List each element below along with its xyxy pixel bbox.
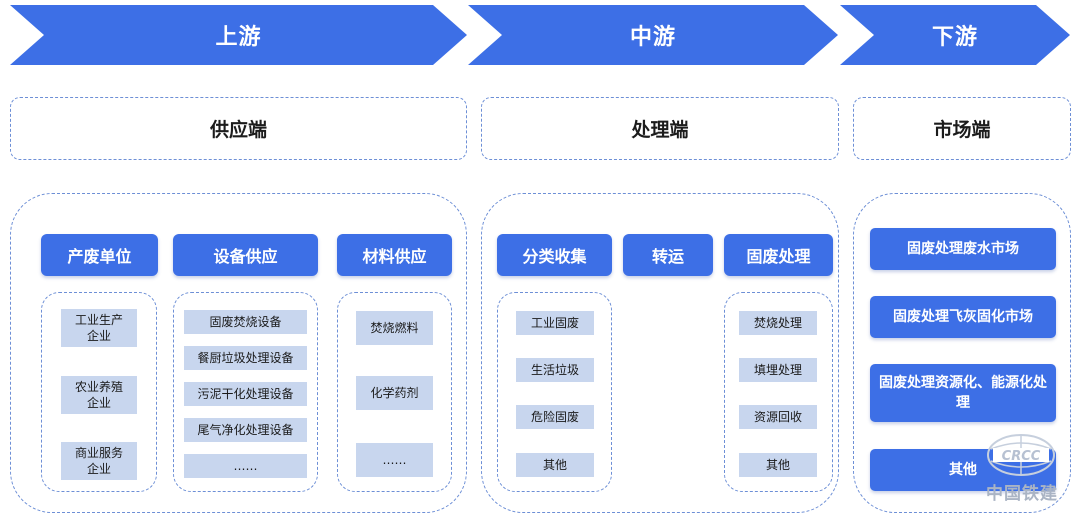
section-header-market: 市场端 — [853, 97, 1071, 160]
equipment-item: 餐厨垃圾处理设备 — [184, 346, 307, 370]
market-item: 固废处理飞灰固化市场 — [870, 296, 1056, 338]
logo-emblem-text: CRCC — [1002, 449, 1041, 464]
disposal-item: 其他 — [739, 453, 817, 477]
collection-item: 其他 — [516, 453, 594, 477]
category-equipment-label: 设备供应 — [213, 247, 278, 266]
category-equipment: 设备供应 — [173, 234, 318, 276]
category-transport: 转运 — [623, 234, 713, 276]
category-collection: 分类收集 — [497, 234, 612, 276]
collection-item: 工业固废 — [516, 311, 594, 335]
section-market-label: 市场端 — [933, 119, 991, 141]
stage-downstream-arrow: 下游 — [840, 5, 1070, 65]
producers-item: 商业服务 企业 — [61, 442, 137, 480]
market-item: 固废处理废水市场 — [870, 228, 1056, 270]
logo-text: 中国铁建 — [986, 484, 1058, 504]
category-producers-label: 产废单位 — [67, 247, 132, 266]
producers-item: 工业生产 企业 — [61, 309, 137, 347]
section-header-processing: 处理端 — [481, 97, 839, 160]
producers-item: 农业养殖 企业 — [61, 376, 137, 414]
category-materials-label: 材料供应 — [362, 247, 427, 266]
section-supply-label: 供应端 — [209, 119, 267, 141]
equipment-item: 固废焚烧设备 — [184, 310, 307, 334]
category-transport-label: 转运 — [651, 247, 684, 266]
stage-midstream-arrow: 中游 — [468, 5, 838, 65]
materials-item: 焚烧燃料 — [356, 311, 433, 345]
collection-item: 生活垃圾 — [516, 358, 594, 382]
disposal-item: 焚烧处理 — [739, 311, 817, 335]
equipment-item: 尾气净化处理设备 — [184, 418, 307, 442]
stage-upstream-arrow: 上游 — [10, 5, 467, 65]
stage-upstream-label: 上游 — [215, 25, 262, 50]
stage-midstream-label: 中游 — [629, 25, 676, 50]
materials-item: 化学药剂 — [356, 376, 433, 410]
category-disposal-label: 固废处理 — [746, 247, 811, 266]
section-processing-label: 处理端 — [631, 119, 689, 141]
category-materials: 材料供应 — [337, 234, 452, 276]
materials-item: …… — [356, 443, 433, 477]
category-disposal: 固废处理 — [724, 234, 833, 276]
disposal-item: 资源回收 — [739, 405, 817, 429]
collection-item: 危险固废 — [516, 405, 594, 429]
category-collection-label: 分类收集 — [522, 247, 587, 266]
category-producers: 产废单位 — [41, 234, 158, 276]
stage-downstream-label: 下游 — [931, 25, 978, 50]
disposal-item: 填埋处理 — [739, 358, 817, 382]
equipment-item: …… — [184, 454, 307, 478]
market-item: 固废处理资源化、能源化处理 — [870, 364, 1056, 422]
equipment-item: 污泥干化处理设备 — [184, 382, 307, 406]
section-header-supply: 供应端 — [10, 97, 467, 160]
crcc-logo-icon: CRCC — [987, 434, 1055, 476]
